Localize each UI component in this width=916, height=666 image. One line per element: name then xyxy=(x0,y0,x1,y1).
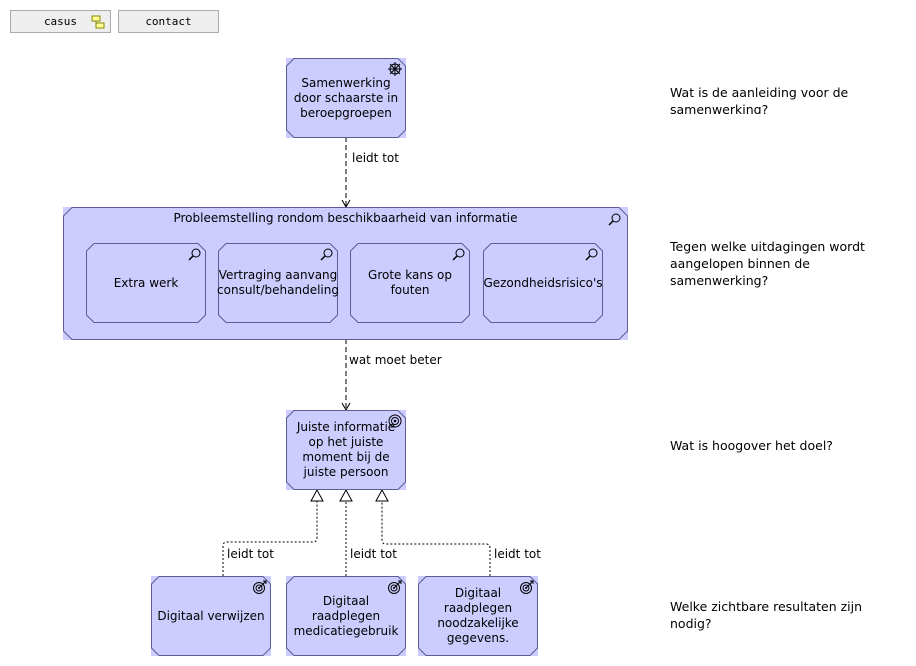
realization-arrowhead-1 xyxy=(310,488,324,502)
node-border xyxy=(86,243,206,323)
outcome-verwijzen[interactable]: Digitaal verwijzen xyxy=(151,576,271,656)
assessment-fouten[interactable]: Grote kans op fouten xyxy=(350,243,470,323)
relation-label-4: leidt tot xyxy=(348,547,399,561)
goal-node-label: Juiste informatie op het juiste moment b… xyxy=(296,420,396,479)
outcome-gegevens[interactable]: Digitaal raadplegen noodzakelijke gegeve… xyxy=(418,576,538,656)
relation-label-3: leidt tot xyxy=(225,547,276,561)
outcome-label: Digitaal verwijzen xyxy=(157,608,265,623)
driver-icon xyxy=(388,62,402,76)
node-border xyxy=(218,243,338,323)
node-border xyxy=(286,576,406,656)
assessment-extra-werk[interactable]: Extra werk xyxy=(86,243,206,323)
relation-label-1: leidt tot xyxy=(350,151,401,165)
node-border xyxy=(418,576,538,656)
tab-contact[interactable]: contact xyxy=(118,10,219,33)
relation-label-5: leidt tot xyxy=(492,547,543,561)
realization-line-1[interactable] xyxy=(222,501,318,576)
outcome-label: Digitaal raadplegen noodzakelijke gegeve… xyxy=(437,586,519,645)
assessment-icon xyxy=(320,248,333,261)
tab-casus-label: casus xyxy=(43,15,78,28)
outcome-icon xyxy=(520,580,534,594)
assessment-vertraging[interactable]: Vertraging aanvang consult/behandeling xyxy=(217,243,339,323)
outcome-icon xyxy=(388,580,402,594)
relation-label-2: wat moet beter xyxy=(347,353,444,367)
question-uitdagingen: Tegen welke uitdagingen wordt aangelopen… xyxy=(670,239,865,288)
assessment-label: Grote kans op fouten xyxy=(368,268,452,297)
node-border xyxy=(350,243,470,323)
node-border xyxy=(483,243,603,323)
assessment-label: Gezondheidsrisico's xyxy=(483,275,603,290)
assessment-icon xyxy=(452,248,465,261)
assessment-icon xyxy=(608,213,621,226)
realization-arrowhead-2 xyxy=(339,488,353,502)
tab-contact-label: contact xyxy=(145,15,192,28)
assessment-label: Vertraging aanvang consult/behandeling xyxy=(217,268,339,297)
assessment-gezondheid[interactable]: Gezondheidsrisico's xyxy=(483,243,603,323)
realization-arrowhead-3 xyxy=(375,488,389,502)
component-icon xyxy=(91,15,105,29)
question-doel: Wat is hoogover het doel? xyxy=(670,438,833,453)
driver-node[interactable]: Samenwerking door schaarste in beroepgro… xyxy=(286,58,406,138)
node-border xyxy=(151,576,271,656)
question-resultaten: Welke zichtbare resultaten zijn nodig? xyxy=(670,599,863,631)
tab-casus[interactable]: casus xyxy=(10,10,111,33)
assessment-label: Extra werk xyxy=(113,275,179,290)
outcome-icon xyxy=(253,580,267,594)
node-border xyxy=(286,410,406,490)
driver-node-label: Samenwerking door schaarste in beroepgro… xyxy=(293,75,399,120)
goal-icon xyxy=(388,414,402,428)
outcome-medicatie[interactable]: Digitaal raadplegen medicatiegebruik xyxy=(286,576,406,656)
assessment-icon xyxy=(188,248,201,261)
assessment-icon xyxy=(585,248,598,261)
outcome-label: Digitaal raadplegen medicatiegebruik xyxy=(293,593,399,638)
realization-line-3[interactable] xyxy=(381,501,491,576)
goal-node[interactable]: Juiste informatie op het juiste moment b… xyxy=(286,410,406,490)
problem-group-label: Probleemstelling rondom beschikbaarheid … xyxy=(173,211,518,225)
node-border xyxy=(286,58,406,138)
question-aanleiding: Wat is de aanleiding voor de samenwerkin… xyxy=(670,85,849,114)
